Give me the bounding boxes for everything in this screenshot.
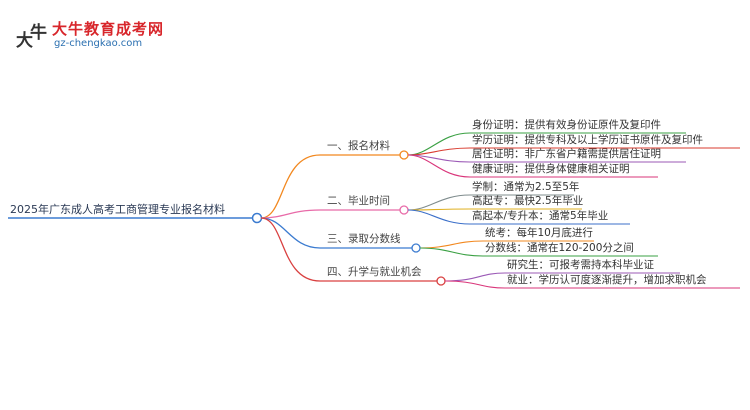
leaf-4-2-label: 就业：学历认可度逐渐提升，增加求职机会 (507, 274, 707, 286)
branch-1-label: 一、报名材料 (327, 140, 390, 152)
root-branch-1-connector (260, 154, 321, 219)
leaf-2-3-connector (407, 209, 630, 225)
leaf-2-3-label: 高起本/专升本：通常5年毕业 (472, 210, 609, 222)
leaf-1-4-connector (407, 154, 658, 178)
leaf-4-1-label: 研究生：可报考需持本科毕业证 (507, 259, 654, 271)
branch-2-label: 二、毕业时间 (327, 195, 390, 207)
leaf-3-2-connector (419, 247, 658, 257)
leaf-2-2-connector (407, 208, 582, 211)
leaf-3-1-connector (419, 240, 594, 249)
leaf-1-3-label: 居住证明：非广东省户籍需提供居住证明 (472, 148, 661, 160)
branch-1-node (399, 150, 409, 160)
logo-url: gz-chengkao.com (54, 38, 143, 49)
branch-4-node (436, 276, 446, 286)
root-branch-3-connector (260, 217, 321, 249)
root-branch-2-connector (260, 209, 321, 219)
branch-3-label: 三、录取分数线 (327, 233, 401, 245)
leaf-2-1-label: 学制：通常为2.5至5年 (472, 181, 580, 193)
site-logo[interactable]: 大牛 大牛教育成考网 gz-chengkao.com (14, 14, 174, 56)
leaf-4-1-connector (444, 272, 680, 282)
branch-3-node (411, 243, 421, 253)
branch-2-node (399, 205, 409, 215)
leaf-3-2-label: 分数线：通常在120-200分之间 (485, 242, 634, 254)
branch-4-label: 四、升学与就业机会 (327, 266, 422, 278)
leaf-3-1-label: 统考：每年10月底进行 (485, 227, 593, 239)
root-node (251, 212, 263, 224)
leaf-1-1-label: 身份证明：提供有效身份证原件及复印件 (472, 119, 661, 131)
logo-mark-icon: 大牛 (16, 23, 47, 51)
root-branch-4-connector (260, 217, 321, 282)
leaf-2-2-label: 高起专：最快2.5年毕业 (472, 195, 584, 207)
leaf-4-2-connector (444, 280, 740, 289)
logo-title: 大牛教育成考网 (52, 20, 165, 38)
leaf-1-4-label: 健康证明：提供身体健康相关证明 (472, 163, 630, 175)
leaf-1-2-label: 学历证明：提供专科及以上学历证书原件及复印件 (472, 134, 703, 146)
root-label: 2025年广东成人高考工商管理专业报名材料 (10, 203, 225, 216)
